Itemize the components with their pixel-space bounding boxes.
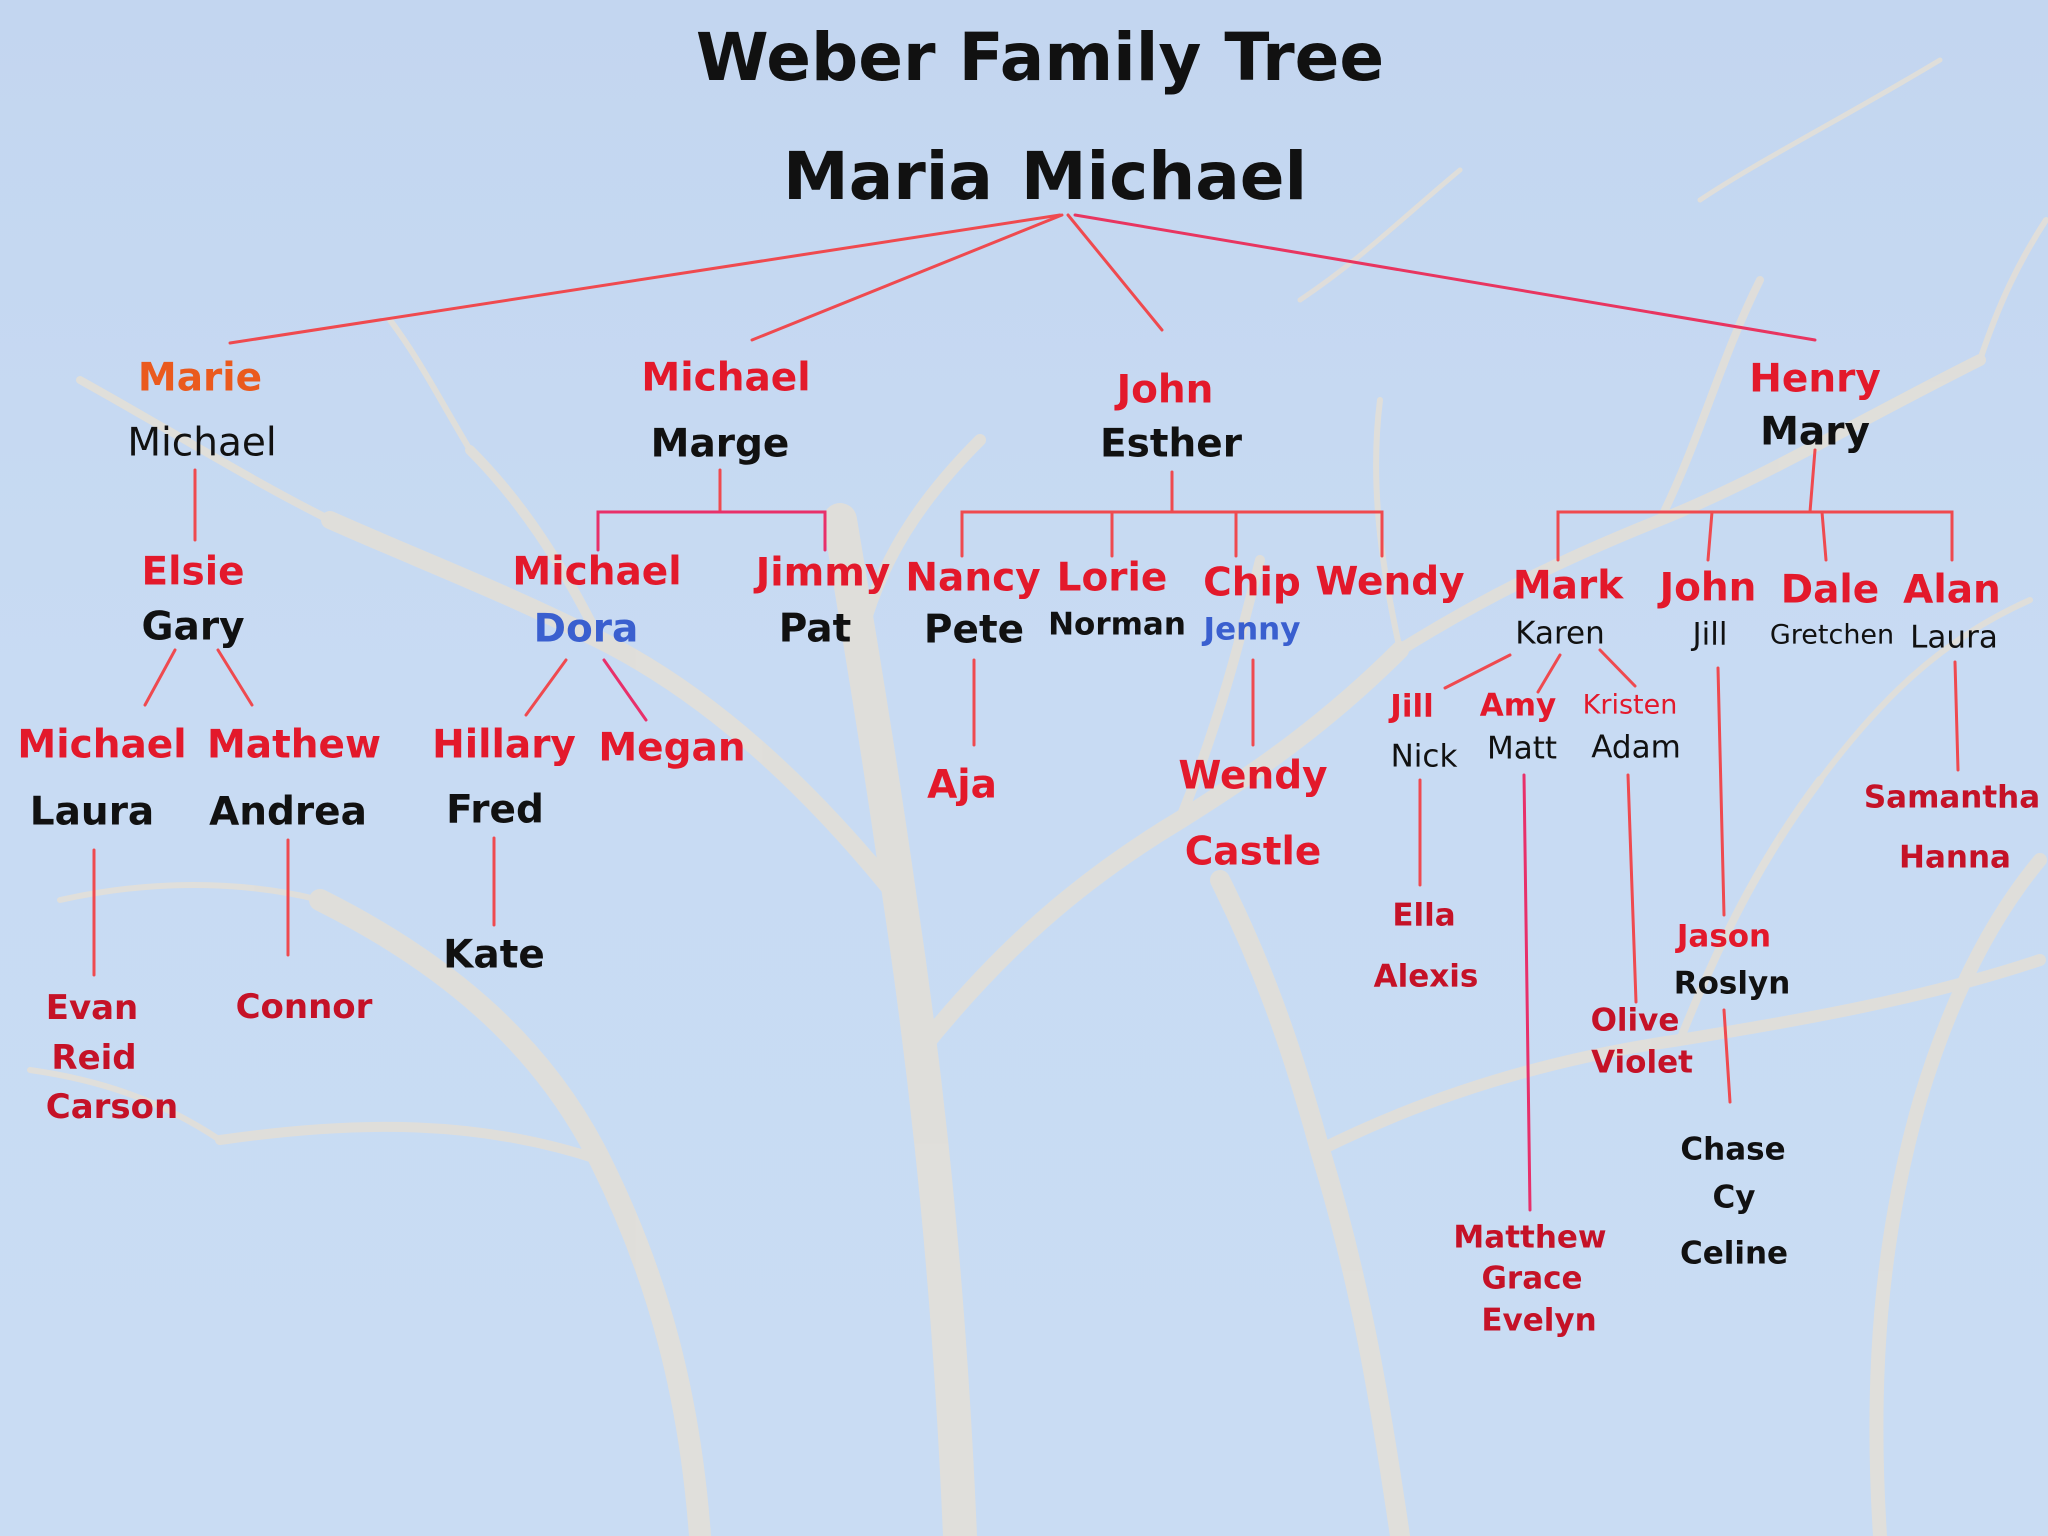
grandchild-wendy: Wendy (1315, 563, 1464, 602)
grandchild-john: John (1660, 569, 1757, 608)
descendant-ella: Ella (1392, 901, 1455, 932)
connector-elsie-mathew (218, 650, 252, 705)
connector-elsie-michael (145, 650, 175, 705)
connector-amy-matt-kids (1524, 775, 1530, 1210)
connector-kristen-adam-kids (1628, 775, 1636, 1002)
descendant-chase: Chase (1680, 1135, 1785, 1166)
child-marie: Marie (138, 359, 262, 398)
root-person-michael: Michael (1021, 144, 1307, 210)
grandchild-nancy: Nancy (905, 559, 1040, 598)
page-title: Weber Family Tree (696, 25, 1384, 91)
descendant-kate: Kate (443, 936, 545, 975)
connector-karen-jill (1445, 655, 1510, 688)
grandchild-dale: Dale (1781, 571, 1880, 610)
connector-henry-dale (1822, 512, 1826, 560)
connector-mary-stem (1810, 450, 1815, 512)
grandchild-jimmy: Jimmy (756, 554, 891, 593)
great-grandchild-hanna: Hanna (1899, 843, 2011, 874)
connector-karen-kristen (1600, 650, 1635, 686)
spouse-laura-g3: Laura (30, 793, 154, 832)
spouse-gary: Gary (142, 608, 245, 647)
root-person-maria: Maria (783, 144, 993, 210)
descendant-grace: Grace (1481, 1264, 1582, 1295)
connector-john-jill-kids (1718, 668, 1724, 915)
spouse-laura: Laura (1910, 623, 1998, 654)
great-grandchild-jill: Jill (1390, 692, 1433, 723)
spouse-esther: Esther (1100, 425, 1242, 464)
connector-dora-hillary (526, 660, 566, 715)
connector-dora-megan (604, 660, 646, 720)
child-john: John (1117, 371, 1214, 410)
spouse-norman: Norman (1048, 610, 1186, 641)
spouse-michael: Michael (127, 424, 276, 463)
grandchild-elsie: Elsie (141, 553, 244, 592)
descendant-alexis: Alexis (1374, 962, 1479, 993)
spouse-adam: Adam (1591, 733, 1681, 764)
connector-root-marie (230, 215, 1060, 343)
connector-root-michael (752, 215, 1062, 340)
descendant-cy: Cy (1713, 1183, 1756, 1214)
child-michael: Michael (641, 359, 810, 398)
great-grandchild-megan: Megan (598, 729, 745, 768)
descendant-connor: Connor (236, 990, 373, 1024)
descendant-evelyn: Evelyn (1481, 1306, 1596, 1337)
connector-karen-amy (1538, 655, 1560, 692)
descendant-olive: Olive (1591, 1006, 1680, 1037)
spouse-karen: Karen (1515, 619, 1605, 650)
spouse-marge: Marge (651, 425, 790, 464)
great-grandchild-hillary: Hillary (432, 726, 576, 765)
connector-john-bar (962, 512, 1382, 556)
descendant-matthew: Matthew (1453, 1223, 1606, 1254)
spouse-roslyn: Roslyn (1674, 969, 1791, 1000)
descendant-celine: Celine (1680, 1239, 1788, 1270)
connector-michael-bar (598, 512, 825, 550)
great-grandchild-mathew: Mathew (207, 726, 381, 765)
spouse-pete: Pete (924, 611, 1024, 650)
great-grandchild-jason: Jason (1677, 922, 1771, 953)
great-grandchild-samantha: Samantha (1864, 783, 2040, 814)
child-henry: Henry (1749, 360, 1881, 399)
great-grandchild-michael: Michael (17, 726, 186, 765)
grandchild-michael: Michael (512, 553, 681, 592)
connector-henry-bar (1558, 512, 1952, 560)
descendant-carson: Carson (46, 1090, 178, 1124)
spouse-mary: Mary (1760, 413, 1870, 452)
grandchild-chip: Chip (1203, 564, 1301, 603)
descendant-violet: Violet (1591, 1048, 1693, 1079)
spouse-andrea: Andrea (209, 793, 367, 832)
spouse-dora: Dora (534, 610, 639, 649)
great-grandchild-castle: Castle (1185, 833, 1322, 872)
great-grandchild-wendy: Wendy (1178, 757, 1327, 796)
connector-jason-roslyn-kids (1724, 1010, 1730, 1102)
connector-alan-kids (1955, 662, 1958, 770)
spouse-jenny: Jenny (1204, 615, 1301, 646)
connector-henry-john (1708, 512, 1712, 560)
spouse-fred: Fred (446, 791, 544, 830)
great-grandchild-amy: Amy (1480, 691, 1557, 722)
great-grandchild-aja: Aja (927, 766, 997, 805)
spouse-jill: Jill (1693, 620, 1728, 651)
grandchild-alan: Alan (1903, 571, 2001, 610)
spouse-nick: Nick (1391, 742, 1458, 773)
grandchild-mark: Mark (1513, 567, 1623, 606)
spouse-gretchen: Gretchen (1770, 622, 1894, 649)
grandchild-lorie: Lorie (1057, 559, 1168, 598)
great-grandchild-kristen: Kristen (1583, 692, 1678, 719)
connector-root-john (1068, 215, 1162, 330)
spouse-matt: Matt (1487, 734, 1557, 765)
descendant-evan: Evan (46, 991, 139, 1025)
connector-root-henry (1075, 215, 1815, 340)
descendant-reid: Reid (51, 1041, 136, 1075)
spouse-pat: Pat (779, 610, 852, 649)
